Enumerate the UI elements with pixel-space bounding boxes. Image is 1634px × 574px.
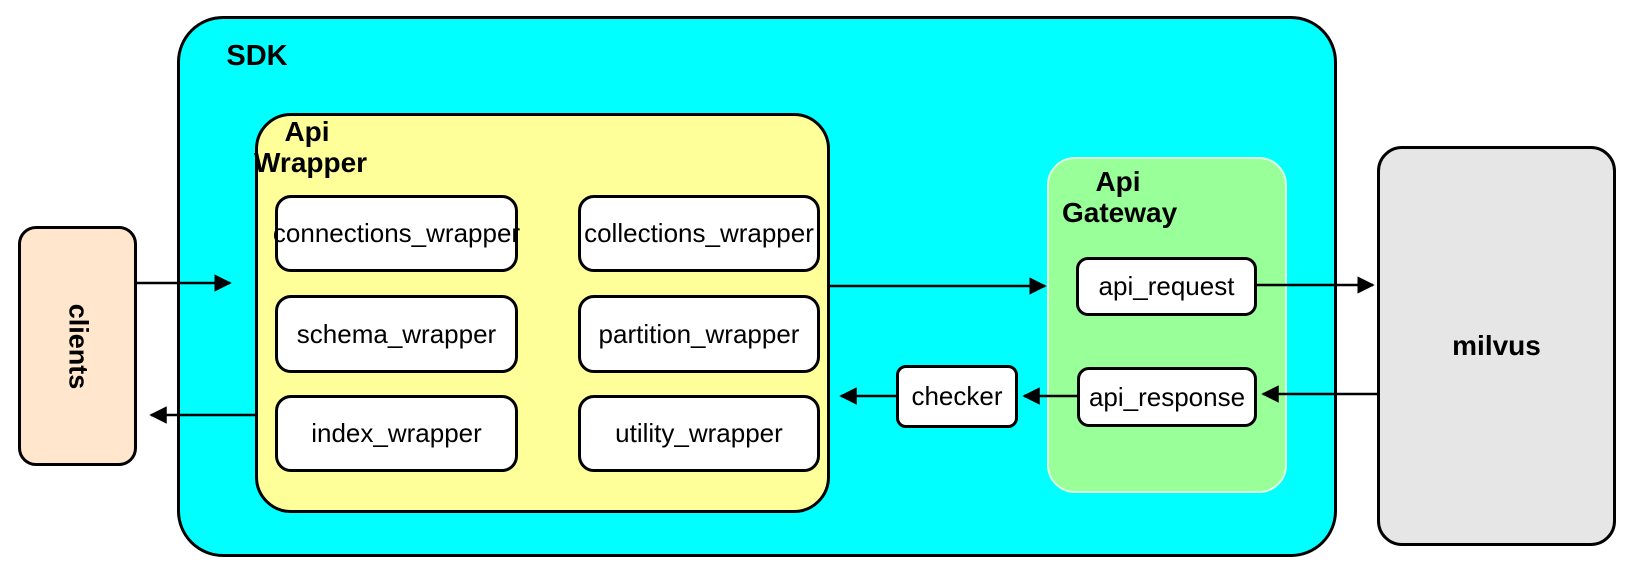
api-response-node: api_response (1077, 367, 1257, 427)
index-wrapper-node: index_wrapper (275, 395, 518, 472)
api-wrapper-label-line1: Api (284, 116, 330, 147)
clients-node: clients (18, 226, 137, 466)
partition-wrapper-node: partition_wrapper (578, 295, 820, 373)
checker-node: checker (896, 365, 1018, 428)
connections-wrapper-node: connections_wrapper (273, 195, 520, 272)
clients-label: clients (62, 303, 93, 389)
sdk-label: SDK (226, 40, 288, 72)
utility-wrapper-node: utility_wrapper (578, 395, 820, 472)
api-request-node: api_request (1076, 257, 1257, 316)
api-gateway-group (1047, 157, 1287, 493)
milvus-label: milvus (1452, 330, 1541, 361)
milvus-node: milvus (1377, 146, 1616, 546)
api-gateway-label-line2: Gateway (1062, 197, 1178, 228)
collections-wrapper-node: collections_wrapper (578, 195, 820, 272)
api-gateway-label-line1: Api (1095, 166, 1141, 197)
api-wrapper-label-line2: Wrapper (254, 147, 368, 178)
schema-wrapper-node: schema_wrapper (275, 295, 518, 373)
